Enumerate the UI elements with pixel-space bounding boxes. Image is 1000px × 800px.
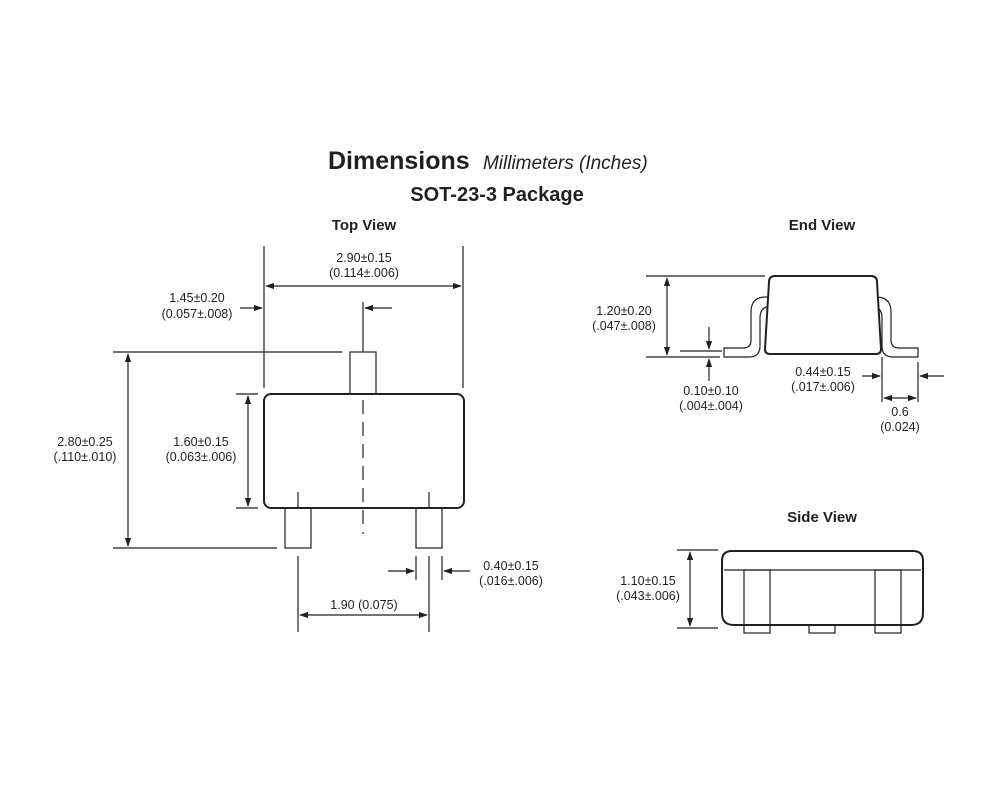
foot-length-mm-label: 0.44±0.15 (795, 365, 851, 379)
overall-height-in-label: (.110±.010) (54, 450, 117, 464)
lead-width-mm-label: 0.40±0.15 (483, 559, 539, 573)
side-lead-right (874, 569, 902, 634)
bottom-lead-left (284, 507, 312, 549)
side-height-mm-label: 1.10±0.15 (620, 574, 676, 588)
center-offset-in-label: (0.057±.008) (162, 307, 233, 321)
bottom-lead-right (415, 507, 443, 549)
package-title: SOT-23-3 Package (410, 184, 583, 206)
top-lead (349, 351, 377, 395)
end-height-in-label: (.047±.008) (592, 319, 656, 333)
overall-height-mm-label: 2.80±0.25 (57, 435, 113, 449)
side-view: Side View 1.10±0.15 (.043±.006) (616, 509, 924, 634)
foot-in-label: (0.024) (880, 420, 920, 434)
package-body-end (763, 275, 883, 355)
standoff-mm-label: 0.10±0.10 (683, 384, 739, 398)
foot-length-in-label: (.017±.006) (791, 380, 855, 394)
width-in-label: (0.114±.006) (329, 266, 399, 280)
top-view: Top View 2.90±0.15 (0.114±.006) 1.45±0.2… (54, 217, 543, 632)
package-body-side (721, 550, 924, 626)
title-units: Millimeters (Inches) (483, 153, 648, 174)
svg-text:Dimensions Millimeters (: Dimensions Millimeters (Inches) (328, 147, 648, 175)
width-mm-label: 2.90±0.15 (336, 251, 392, 265)
side-height-in-label: (.043±.006) (616, 589, 680, 603)
side-view-heading: Side View (787, 509, 857, 526)
drawing-title: Dimensions Millimeters (Inches) SOT-23-3… (328, 147, 648, 206)
pitch-label: 1.90 (0.075) (330, 598, 397, 612)
package-body-top (263, 393, 465, 509)
end-view: End View 1.20±0.20 (.047±.008) 0.10±0.10… (592, 217, 944, 434)
side-lead-center (808, 624, 836, 634)
standoff-in-label: (.004±.004) (679, 399, 743, 413)
body-height-in-label: (0.063±.006) (166, 450, 237, 464)
center-offset-mm-label: 1.45±0.20 (169, 291, 225, 305)
foot-mm-label: 0.6 (891, 405, 908, 419)
title-main: Dimensions (328, 147, 470, 175)
end-view-leads (723, 296, 919, 358)
lead-width-in-label: (.016±.006) (479, 574, 543, 588)
side-lead-left (743, 569, 771, 634)
end-view-heading: End View (789, 217, 856, 234)
top-view-heading: Top View (332, 217, 397, 234)
body-height-mm-label: 1.60±0.15 (173, 435, 229, 449)
end-height-mm-label: 1.20±0.20 (596, 304, 652, 318)
